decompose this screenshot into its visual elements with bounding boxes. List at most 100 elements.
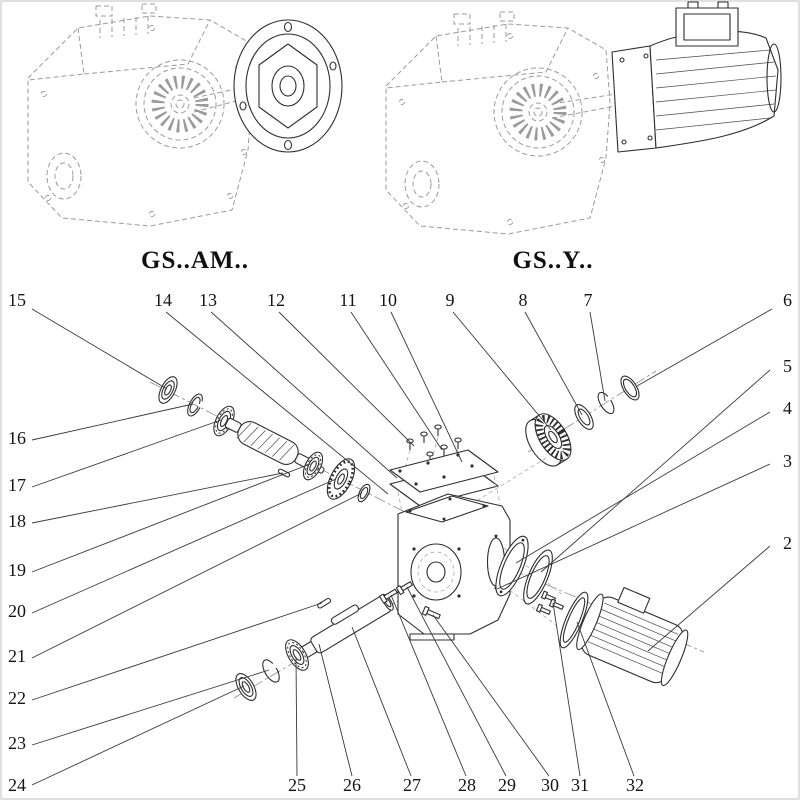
input-boss: [135, 59, 225, 149]
callout-28: 28: [458, 775, 476, 795]
vent-cap: [141, 3, 157, 14]
leader-line-19: [31, 463, 311, 573]
shaft-seal: [158, 376, 178, 404]
callout-18: 18: [8, 511, 26, 531]
callout-7: 7: [584, 290, 593, 310]
housing-bore: [410, 543, 462, 601]
flange-bolt-hole: [283, 139, 293, 151]
leader-line-15: [31, 308, 168, 390]
exploded-motor: [576, 586, 689, 687]
rear-bearing: [302, 451, 324, 481]
flange-bolts: [535, 590, 564, 615]
callout-21: 21: [8, 646, 26, 666]
leader-line-4: [515, 411, 771, 564]
gear-housing: [397, 493, 511, 641]
cover-plate: [389, 449, 501, 513]
flange-gasket: [523, 549, 553, 605]
leader-line-12: [278, 311, 415, 447]
exploded-view: [149, 370, 705, 701]
callout-5: 5: [783, 356, 792, 376]
callout-15: 15: [8, 290, 26, 310]
callout-11: 11: [339, 290, 356, 310]
electric-motor: [611, 1, 782, 153]
shaft-keyway: [330, 604, 360, 625]
leader-line-14: [165, 311, 389, 495]
retaining-ring: [187, 393, 203, 417]
callout-2: 2: [783, 533, 792, 553]
leader-line-22: [31, 602, 323, 701]
motor-end-cap: [766, 43, 782, 113]
callout-19: 19: [8, 560, 26, 580]
leader-line-30: [432, 614, 550, 777]
callout-6: 6: [783, 290, 792, 310]
leader-line-9: [452, 311, 552, 431]
leader-line-7: [589, 311, 606, 402]
label-gs-am: GS..AM..: [141, 247, 249, 274]
leader-line-32: [576, 621, 635, 777]
callout-10: 10: [379, 290, 397, 310]
leader-line-26: [318, 643, 353, 777]
gs-am-view: [27, 3, 343, 227]
leader-line-28: [390, 594, 467, 777]
vent-cap: [499, 11, 515, 22]
worm-wheel: [326, 458, 356, 500]
leader-line-16: [31, 403, 194, 441]
callout-29: 29: [498, 775, 516, 795]
callout-25: 25: [288, 775, 306, 795]
callout-27: 27: [403, 775, 421, 795]
output-circlip: [262, 659, 280, 683]
gear-ring: [620, 375, 640, 401]
callout-13: 13: [199, 290, 217, 310]
callout-16: 16: [8, 428, 26, 448]
callout-14: 14: [154, 290, 172, 310]
callout-3: 3: [783, 451, 792, 471]
leader-line-11: [350, 311, 443, 451]
input-gear: [525, 413, 572, 467]
leader-line-6: [636, 308, 773, 387]
leader-line-8: [524, 311, 583, 416]
leader-line-20: [31, 478, 337, 614]
leader-line-13: [210, 311, 398, 479]
callout-32: 32: [626, 775, 644, 795]
leader-line-18: [31, 472, 284, 524]
leader-line-2: [647, 545, 771, 652]
flange-bolt-hole: [239, 101, 247, 111]
leader-line-10: [390, 311, 463, 463]
callout-20: 20: [8, 601, 26, 621]
leader-line-31: [552, 602, 581, 777]
callout-9: 9: [446, 290, 455, 310]
leader-line-17: [31, 419, 222, 488]
flange-bolt-hole: [329, 61, 337, 71]
gear-circlip: [597, 391, 615, 415]
gs-y-view: [385, 1, 782, 235]
leader-line-23: [31, 669, 270, 746]
callout-24: 24: [8, 775, 26, 795]
callout-31: 31: [571, 775, 589, 795]
callout-26: 26: [343, 775, 361, 795]
callout-12: 12: [267, 290, 285, 310]
output-flange: [233, 19, 343, 153]
motor-front-cap: [576, 593, 604, 651]
motor-adapter: [559, 591, 589, 649]
leader-line-24: [31, 685, 245, 786]
vent-cap: [95, 5, 113, 17]
vent-cap: [453, 13, 471, 25]
flange-bolt-hole: [283, 21, 293, 33]
callout-4: 4: [783, 398, 792, 418]
screw-30: [421, 605, 441, 620]
output-seal: [235, 673, 257, 701]
output-bearing: [285, 639, 309, 671]
input-boss: [493, 67, 583, 157]
leader-line-27: [351, 626, 412, 777]
callout-8: 8: [519, 290, 528, 310]
callout-22: 22: [8, 688, 26, 708]
leader-line-5: [540, 369, 771, 573]
leader-line-3: [496, 463, 771, 590]
leader-line-25: [295, 656, 298, 777]
shaft-key: [317, 597, 332, 609]
leader-line-21: [31, 492, 363, 659]
motor-terminal-box: [617, 586, 651, 614]
